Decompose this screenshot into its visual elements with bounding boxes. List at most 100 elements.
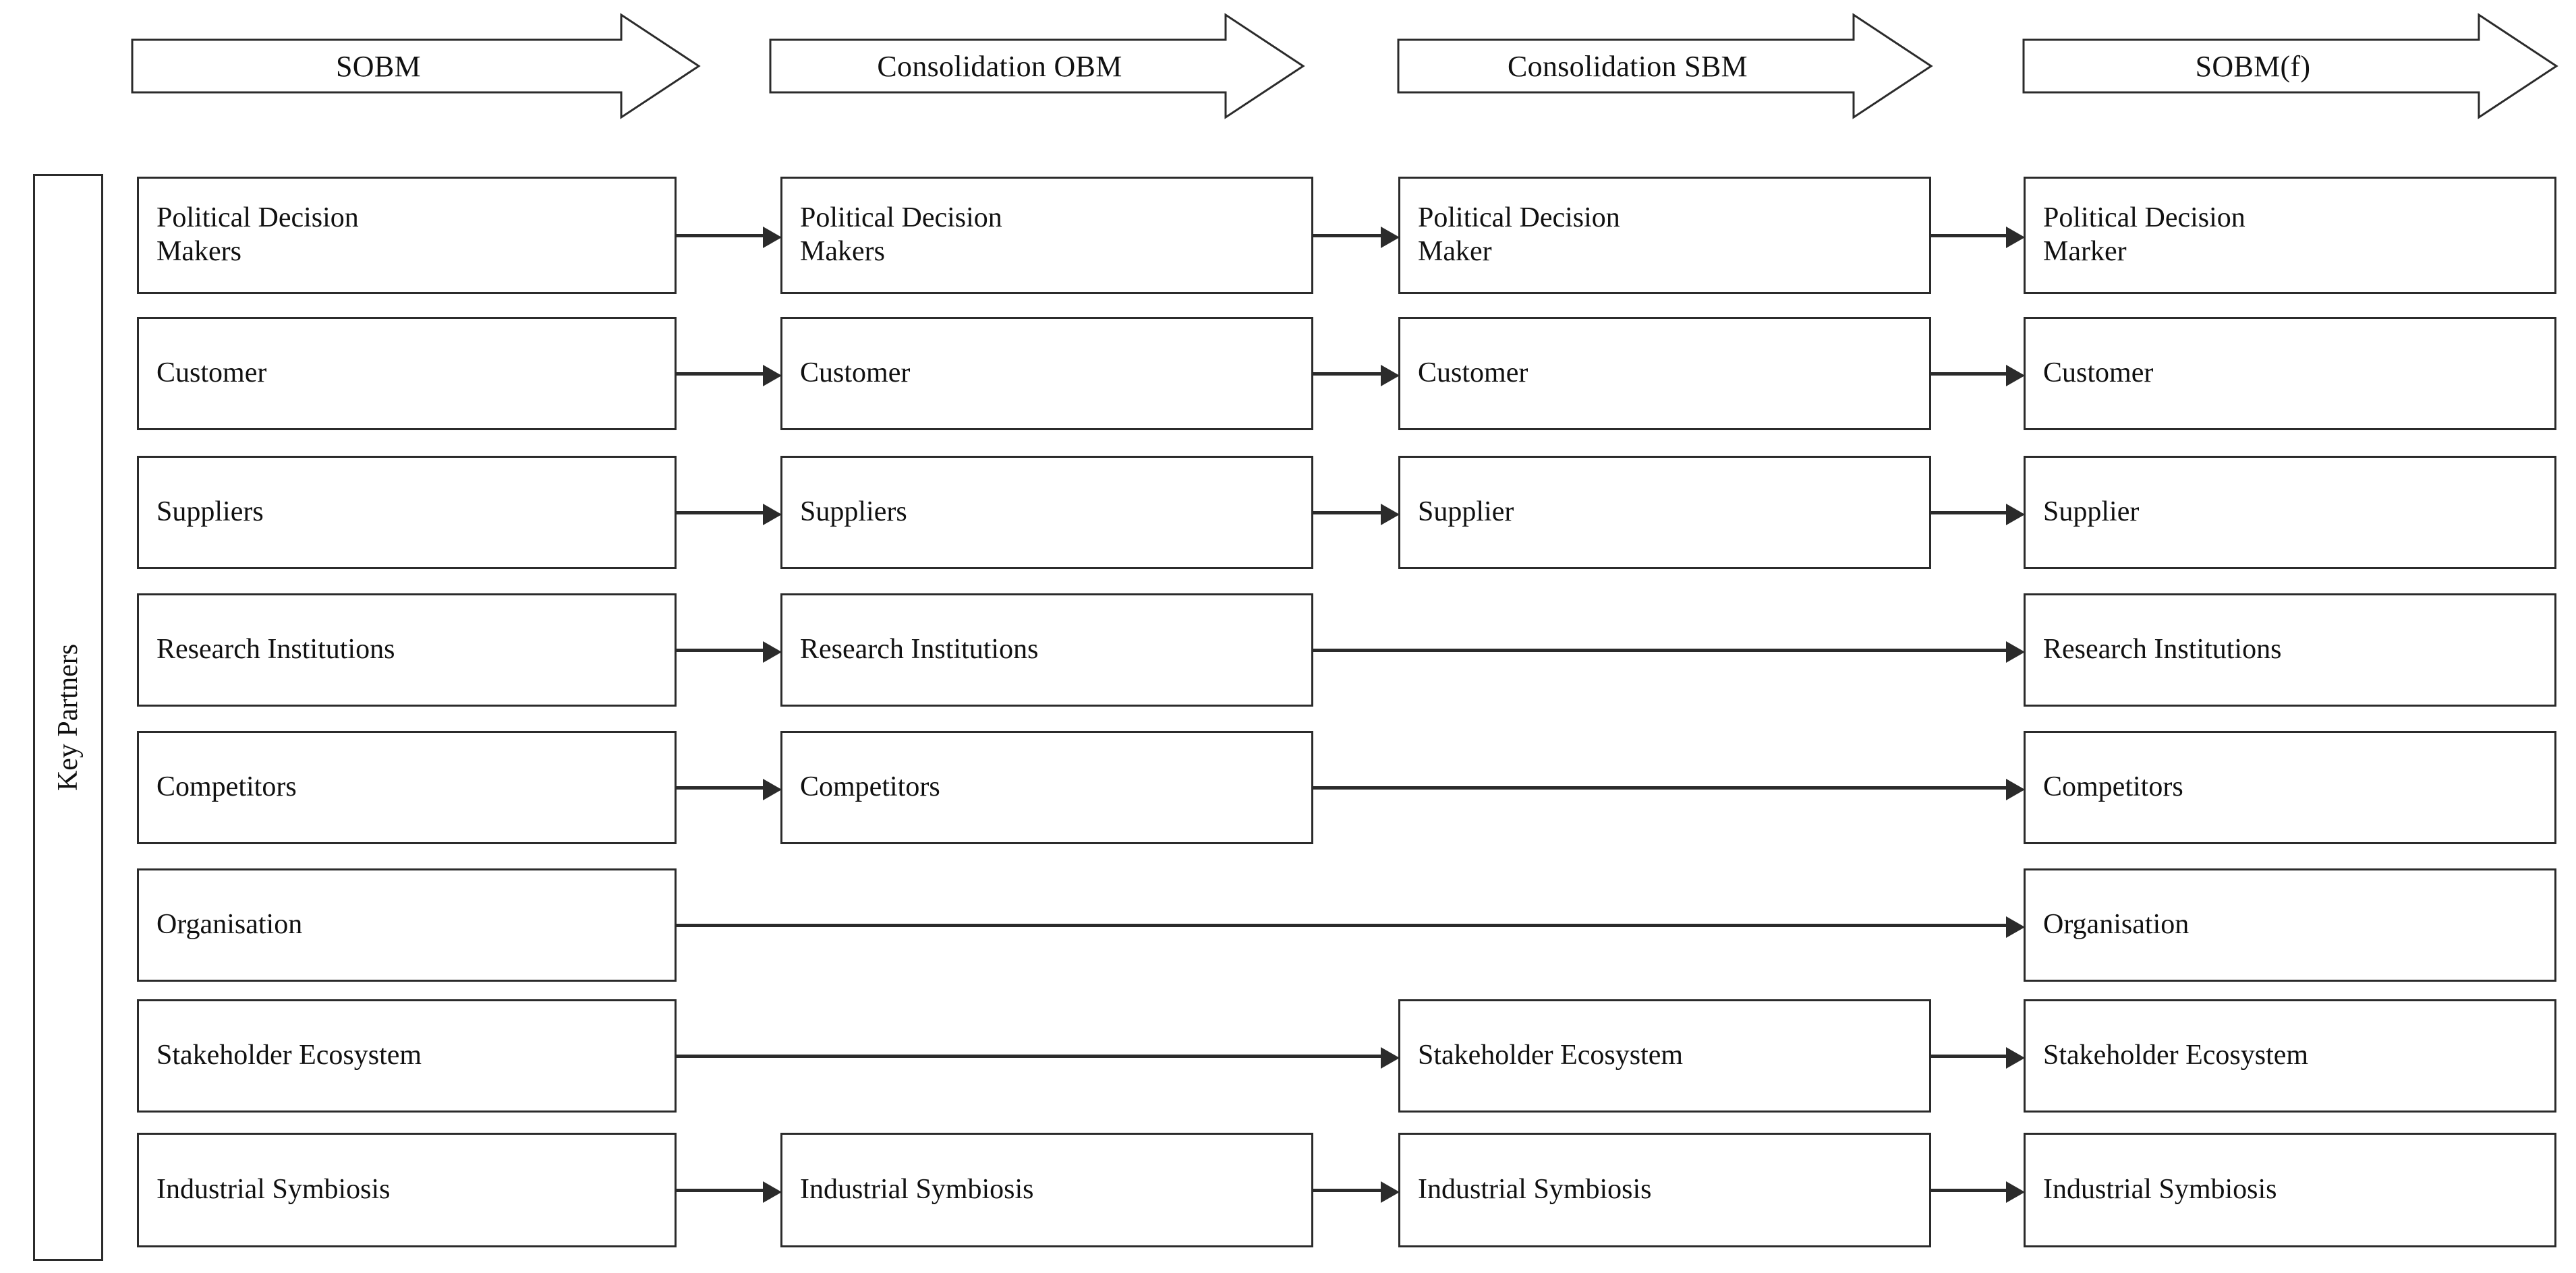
node-box[interactable]: Research Institutions bbox=[2024, 593, 2556, 707]
phase-arrow-1: SOBM bbox=[131, 13, 701, 119]
node-box[interactable]: Research Institutions bbox=[780, 593, 1313, 707]
node-label: Industrial Symbiosis bbox=[800, 1174, 1034, 1206]
connector-shaft bbox=[1931, 372, 2007, 376]
connector-arrowhead-icon bbox=[1381, 227, 1400, 248]
connector-shaft bbox=[1313, 511, 1382, 514]
node-label: Political Decision Makers bbox=[800, 202, 1002, 267]
node-box[interactable]: Organisation bbox=[2024, 868, 2556, 982]
node-box[interactable]: Research Institutions bbox=[137, 593, 677, 707]
node-box[interactable]: Suppliers bbox=[137, 456, 677, 569]
connector-shaft bbox=[1931, 1055, 2007, 1058]
node-label: Competitors bbox=[800, 771, 940, 803]
connector-shaft bbox=[1313, 786, 2007, 790]
connector-arrowhead-icon bbox=[763, 504, 782, 525]
node-label: Research Institutions bbox=[156, 634, 395, 665]
connector-shaft bbox=[1931, 1189, 2007, 1192]
arrow-shape-icon bbox=[1397, 13, 1933, 119]
connector-arrowhead-icon bbox=[2006, 1181, 2025, 1203]
node-box[interactable]: Stakeholder Ecosystem bbox=[2024, 999, 2556, 1113]
phase-arrow-4: SOBM(f) bbox=[2022, 13, 2558, 119]
phase-arrow-3: Consolidation SBM bbox=[1397, 13, 1933, 119]
connector-arrowhead-icon bbox=[1381, 365, 1400, 386]
node-label: Industrial Symbiosis bbox=[1418, 1174, 1652, 1206]
connector-arrowhead-icon bbox=[763, 227, 782, 248]
connector-arrowhead-icon bbox=[2006, 916, 2025, 938]
node-label: Stakeholder Ecosystem bbox=[156, 1040, 422, 1071]
node-label: Research Institutions bbox=[800, 634, 1039, 665]
node-box[interactable]: Industrial Symbiosis bbox=[2024, 1133, 2556, 1247]
connector-shaft bbox=[1313, 372, 1382, 376]
node-box[interactable]: Industrial Symbiosis bbox=[780, 1133, 1313, 1247]
node-box[interactable]: Suppliers bbox=[780, 456, 1313, 569]
node-label: Organisation bbox=[156, 909, 303, 941]
node-label: Political Decision Maker bbox=[1418, 202, 1620, 267]
node-box[interactable]: Competitors bbox=[2024, 731, 2556, 844]
node-label: Supplier bbox=[2043, 496, 2140, 528]
node-box[interactable]: Competitors bbox=[137, 731, 677, 844]
node-label: Industrial Symbiosis bbox=[2043, 1174, 2277, 1206]
arrow-shape-icon bbox=[769, 13, 1305, 119]
node-label: Competitors bbox=[156, 771, 297, 803]
node-box[interactable]: Organisation bbox=[137, 868, 677, 982]
connector-arrowhead-icon bbox=[2006, 1047, 2025, 1069]
node-box[interactable]: Industrial Symbiosis bbox=[137, 1133, 677, 1247]
connector-arrowhead-icon bbox=[2006, 641, 2025, 663]
node-label: Supplier bbox=[1418, 496, 1514, 528]
connector-arrowhead-icon bbox=[763, 779, 782, 800]
node-box[interactable]: Political Decision Makers bbox=[780, 177, 1313, 294]
node-box[interactable]: Customer bbox=[2024, 317, 2556, 430]
node-box[interactable]: Customer bbox=[1398, 317, 1931, 430]
connector-shaft bbox=[677, 924, 2007, 927]
connector-shaft bbox=[677, 372, 764, 376]
node-label: Political Decision Makers bbox=[156, 202, 359, 267]
node-label: Suppliers bbox=[800, 496, 907, 528]
node-box[interactable]: Customer bbox=[780, 317, 1313, 430]
node-label: Stakeholder Ecosystem bbox=[1418, 1040, 1684, 1071]
connector-arrowhead-icon bbox=[2006, 365, 2025, 386]
connector-shaft bbox=[677, 1055, 1382, 1058]
node-box[interactable]: Competitors bbox=[780, 731, 1313, 844]
key-partners-rail: Key Partners bbox=[33, 174, 103, 1261]
key-partners-label: Key Partners bbox=[53, 643, 84, 792]
connector-shaft bbox=[677, 786, 764, 790]
node-label: Organisation bbox=[2043, 909, 2189, 941]
connector-shaft bbox=[677, 649, 764, 652]
connector-shaft bbox=[677, 511, 764, 514]
node-box[interactable]: Industrial Symbiosis bbox=[1398, 1133, 1931, 1247]
node-box[interactable]: Political Decision Maker bbox=[1398, 177, 1931, 294]
connector-shaft bbox=[1313, 234, 1382, 237]
node-label: Industrial Symbiosis bbox=[156, 1174, 391, 1206]
node-box[interactable]: Customer bbox=[137, 317, 677, 430]
node-label: Customer bbox=[1418, 357, 1528, 389]
connector-arrowhead-icon bbox=[763, 1181, 782, 1203]
connector-arrowhead-icon bbox=[2006, 504, 2025, 525]
node-label: Political Decision Marker bbox=[2043, 202, 2245, 267]
connector-arrowhead-icon bbox=[1381, 1047, 1400, 1069]
connector-shaft bbox=[677, 234, 764, 237]
node-box[interactable]: Supplier bbox=[2024, 456, 2556, 569]
node-label: Customer bbox=[2043, 357, 2154, 389]
node-box[interactable]: Political Decision Makers bbox=[137, 177, 677, 294]
node-label: Stakeholder Ecosystem bbox=[2043, 1040, 2309, 1071]
connector-shaft bbox=[677, 1189, 764, 1192]
connector-shaft bbox=[1931, 511, 2007, 514]
connector-shaft bbox=[1931, 234, 2007, 237]
node-label: Competitors bbox=[2043, 771, 2183, 803]
node-box[interactable]: Stakeholder Ecosystem bbox=[1398, 999, 1931, 1113]
node-box[interactable]: Supplier bbox=[1398, 456, 1931, 569]
node-box[interactable]: Stakeholder Ecosystem bbox=[137, 999, 677, 1113]
connector-arrowhead-icon bbox=[1381, 1181, 1400, 1203]
connector-arrowhead-icon bbox=[1381, 504, 1400, 525]
arrow-shape-icon bbox=[131, 13, 701, 119]
node-label: Customer bbox=[156, 357, 267, 389]
node-label: Customer bbox=[800, 357, 911, 389]
arrow-shape-icon bbox=[2022, 13, 2558, 119]
connector-arrowhead-icon bbox=[763, 641, 782, 663]
node-box[interactable]: Political Decision Marker bbox=[2024, 177, 2556, 294]
connector-arrowhead-icon bbox=[2006, 227, 2025, 248]
node-label: Suppliers bbox=[156, 496, 264, 528]
connector-shaft bbox=[1313, 1189, 1382, 1192]
connector-arrowhead-icon bbox=[763, 365, 782, 386]
node-label: Research Institutions bbox=[2043, 634, 2282, 665]
